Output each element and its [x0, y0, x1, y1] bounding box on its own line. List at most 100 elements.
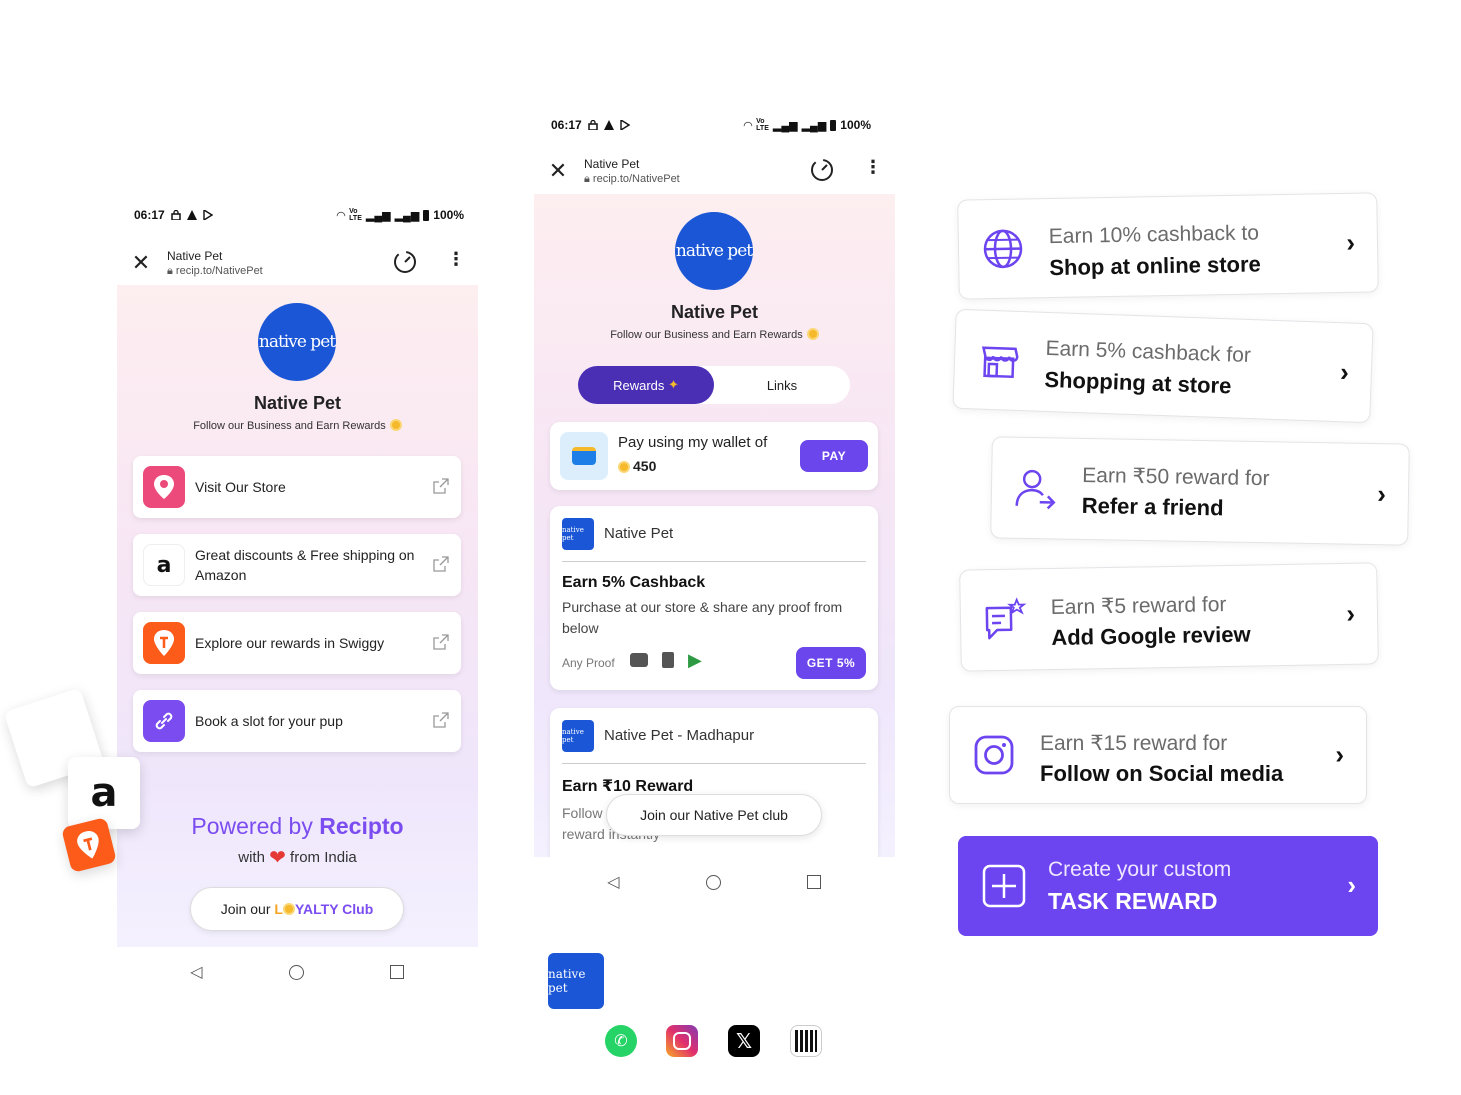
signal-icon-2: ▂▄▆ [394, 209, 420, 222]
made-with-love: with ❤ from India [238, 847, 357, 869]
task-card-shopping-store[interactable]: Earn 5% cashback for Shopping at store › [952, 308, 1374, 424]
status-time: 06:17 [134, 208, 165, 222]
android-nav-bar: ◁ [564, 870, 864, 894]
receipt-icon [662, 652, 674, 668]
task-line1: Earn 10% cashback to [1048, 221, 1260, 249]
battery-icon [830, 119, 837, 131]
amazon-sticker: a [68, 757, 140, 829]
task-line1: Earn ₹50 reward for [1082, 463, 1270, 491]
profile-content: native pet Native Pet Follow our Busines… [117, 285, 478, 947]
rewards-content: native pet Native Pet Follow our Busines… [534, 194, 895, 857]
link-card-amazon[interactable]: a Great discounts & Free shipping on Ama… [133, 534, 461, 596]
back-icon[interactable]: ◁ [190, 964, 203, 981]
location-pin-icon [143, 466, 185, 508]
home-icon[interactable] [705, 874, 721, 890]
refer-friend-icon [1015, 469, 1056, 510]
external-link-icon [433, 478, 449, 494]
recipto-brand: Recipto [319, 813, 404, 839]
tab-bar: Rewards ✦ Links [578, 366, 850, 404]
close-icon[interactable]: ✕ [131, 250, 151, 275]
link-card-swiggy[interactable]: Explore our rewards in Swiggy [133, 612, 461, 674]
link-icon [143, 700, 185, 742]
swiggy-icon [143, 622, 185, 664]
join-club-button[interactable]: Join our Native Pet club [606, 794, 822, 836]
coin-icon [806, 328, 819, 340]
more-menu-icon[interactable]: ⋮ [864, 157, 882, 177]
get-cashback-button[interactable]: GET 5% [796, 647, 866, 679]
recents-icon[interactable] [389, 965, 404, 979]
brand-logo: native pet [675, 212, 753, 290]
proof-label: Any Proof [562, 656, 615, 670]
globe-icon [983, 229, 1023, 269]
offer-description: Purchase at our store & share any proof … [562, 599, 843, 636]
home-icon[interactable] [288, 964, 304, 980]
more-menu-icon[interactable]: ⋮ [447, 249, 465, 269]
custom-task-line2: TASK REWARD [1048, 888, 1218, 914]
speed-gauge-icon[interactable] [809, 157, 835, 183]
back-icon[interactable]: ◁ [607, 874, 620, 891]
task-line1: Earn ₹5 reward for [1050, 592, 1227, 620]
store-icon [981, 346, 1019, 379]
link-label: Great discounts & Free shipping on Amazo… [195, 547, 415, 583]
qr-code-icon[interactable] [790, 1025, 822, 1057]
task-card-online-store[interactable]: Earn 10% cashback to Shop at online stor… [957, 192, 1379, 300]
wallet-card: Pay using my wallet of 450 PAY [550, 422, 878, 490]
x-icon[interactable]: 𝕏 [728, 1025, 760, 1057]
task-card-social-media[interactable]: Earn ₹15 reward for Follow on Social med… [949, 706, 1367, 804]
brand-name: Native Pet [253, 393, 342, 413]
android-nav-bar: ◁ [147, 960, 447, 984]
warning-icon [186, 210, 197, 220]
brand-name: Native Pet [670, 302, 759, 322]
plus-square-icon [982, 864, 1026, 908]
task-card-google-review[interactable]: Earn ₹5 reward for Add Google review › [959, 562, 1379, 672]
camera-icon [630, 653, 648, 667]
link-card-book-slot[interactable]: Book a slot for your pup [133, 690, 461, 752]
coin-icon [282, 903, 295, 915]
wifi-icon: ◠ [743, 119, 753, 132]
browser-url: recip.to/NativePet [175, 264, 263, 277]
wallet-text: Pay using my wallet of [618, 434, 768, 451]
chevron-right-icon: › [1339, 356, 1350, 387]
lock-small-icon: 🔒︎ [167, 264, 173, 277]
chevron-right-icon: › [1346, 598, 1356, 629]
link-card-visit-store[interactable]: Visit Our Store [133, 456, 461, 518]
pay-button[interactable]: PAY [800, 440, 868, 472]
recents-icon[interactable] [806, 875, 821, 889]
instagram-icon[interactable] [666, 1025, 698, 1057]
chevron-right-icon: › [1347, 870, 1356, 900]
link-label: Explore our rewards in Swiggy [195, 635, 385, 651]
coin-icon [618, 461, 630, 473]
lock-small-icon: 🔒︎ [584, 172, 590, 185]
signal-icon-2: ▂▄▆ [801, 119, 827, 132]
custom-task-line1: Create your custom [1048, 858, 1232, 881]
tab-links[interactable]: Links [766, 377, 798, 393]
offer-title: Earn ₹10 Reward [562, 778, 694, 795]
instagram-icon [974, 735, 1014, 775]
store-name: Native Pet [604, 525, 674, 542]
offer-title: Earn 5% Cashback [562, 574, 706, 591]
wifi-icon: ◠ [336, 209, 346, 222]
browser-bar: ✕ Native Pet 🔒︎ recip.to/NativePet ⋮ [129, 246, 469, 280]
tab-rewards[interactable]: Rewards ✦ [578, 366, 714, 404]
speed-gauge-icon[interactable] [392, 249, 418, 275]
close-icon[interactable]: ✕ [548, 158, 568, 183]
link-label: Visit Our Store [195, 479, 286, 495]
divider [562, 561, 866, 562]
browser-title: Native Pet [584, 156, 640, 171]
create-custom-task-button[interactable]: Create your custom TASK REWARD › [958, 836, 1378, 936]
warning-icon [603, 120, 614, 130]
task-card-refer-friend[interactable]: Earn ₹50 reward for Refer a friend › [990, 436, 1410, 546]
sparkle-icon: ✦ [668, 377, 679, 392]
whatsapp-icon[interactable]: ✆ [605, 1025, 637, 1057]
offer-card: native pet Native Pet - Madhapur Earn ₹1… [550, 708, 878, 857]
wallet-icon [560, 432, 608, 480]
swiggy-sticker [61, 817, 117, 873]
external-link-icon [433, 712, 449, 728]
